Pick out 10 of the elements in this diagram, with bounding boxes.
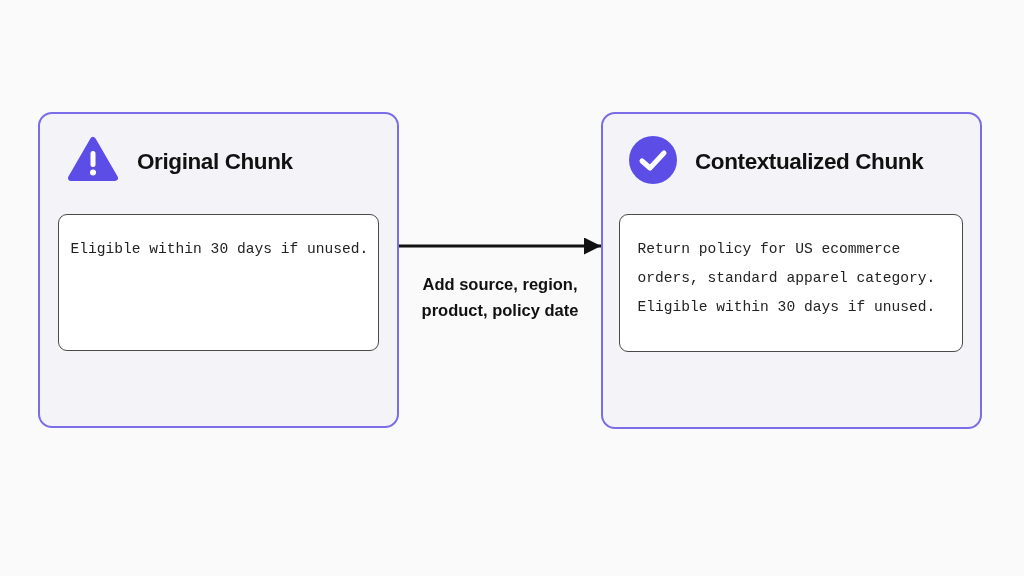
- card-heading: Contextualized Chunk: [695, 148, 924, 176]
- chunk-text: Return policy for US ecommerce orders, standard apparel category. Eligible within 30 days if unused.: [637, 240, 937, 317]
- text-box: [619, 214, 963, 352]
- chunk-card: [601, 112, 982, 429]
- chunk-text: Eligible within 30 days if unused.: [70, 240, 370, 259]
- arrow: [399, 237, 601, 255]
- card-heading: Original Chunk: [137, 148, 293, 176]
- edge-label: Add source, region, product, policy date: [420, 274, 580, 321]
- text-box: [58, 214, 379, 351]
- chunk-card: [38, 112, 399, 428]
